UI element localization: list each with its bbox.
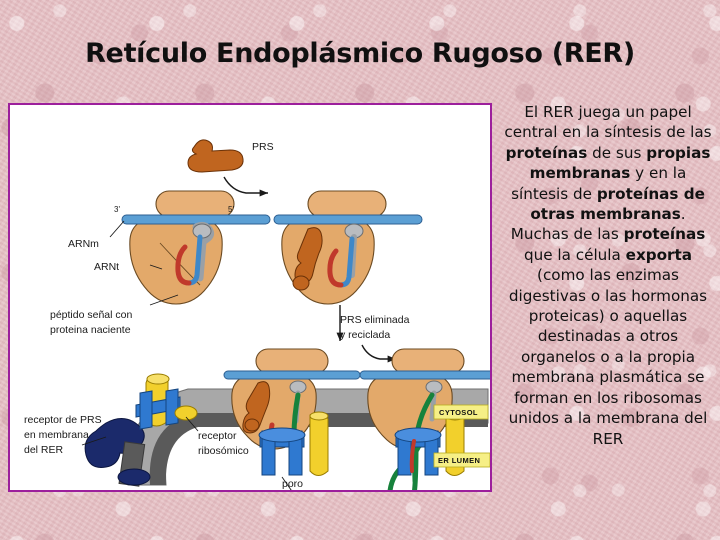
- stage-3-docked-ribosome: poro: [223, 348, 361, 490]
- stage-2-prs-bound-ribosome: [273, 190, 423, 341]
- prs-particle-group: PRS: [187, 139, 274, 197]
- page-title: Retículo Endoplásmico Rugoso (RER): [85, 38, 635, 69]
- label-signal-peptide-line2: proteina naciente: [50, 324, 131, 336]
- rer-protein-synthesis-diagram: 3' 5' ARNm ARNt péptido señal con protei…: [24, 139, 490, 490]
- label-prs-receptor-line2: en membrana: [24, 429, 89, 441]
- ribosomal-receptor-complex: receptor ribosómico: [135, 373, 249, 457]
- description-segment-0: El RER juega un papel central en la sínt…: [504, 103, 712, 142]
- label-5-prime: 5': [228, 205, 234, 214]
- diagram-frame: 3' 5' ARNm ARNt péptido señal con protei…: [8, 103, 492, 492]
- description-text: El RER juega un papel central en la sínt…: [500, 102, 716, 449]
- label-er-lumen: ER LUMEN: [438, 456, 480, 465]
- description-segment-6: . Muchas de las: [510, 205, 686, 244]
- label-3-prime: 3': [114, 205, 120, 214]
- description-segment-2: de sus: [587, 143, 647, 162]
- prs-removed-group: PRS eliminada y reciclada: [340, 314, 410, 363]
- label-prs-removed-line1: PRS eliminada: [340, 314, 410, 326]
- description-segment-9: exporta: [625, 245, 693, 264]
- label-arnt: ARNt: [94, 261, 119, 273]
- label-signal-peptide-line1: péptido señal con: [50, 309, 132, 321]
- description-segment-8: que la célula: [523, 245, 626, 264]
- description-segment-10: (como las enzimas digestivas o las hormo…: [508, 266, 708, 448]
- label-prs-removed-line2: y reciclada: [340, 329, 390, 341]
- prs-receptor-complex: receptor de PRS en membrana del RER: [24, 414, 151, 487]
- label-prs-receptor-line1: receptor de PRS: [24, 414, 102, 426]
- label-pore: poro: [282, 478, 303, 490]
- description-segment-4: y en la síntesis de: [511, 164, 687, 203]
- stage-1-free-ribosome: 3' 5' ARNm ARNt péptido señal con protei…: [50, 190, 271, 336]
- description-segment-5: proteínas de otras membranas: [530, 184, 705, 224]
- label-prs: PRS: [252, 141, 274, 153]
- description-segment-7: proteínas: [623, 225, 706, 244]
- description-segment-1: proteínas: [505, 143, 588, 162]
- label-cytosol: CYTOSOL: [439, 408, 478, 417]
- description-segment-3: propias membranas: [529, 143, 711, 183]
- label-prs-receptor-line3: del RER: [24, 444, 64, 456]
- label-ribosomal-receptor-line2: ribosómico: [198, 445, 249, 457]
- label-arnm: ARNm: [68, 238, 99, 250]
- label-ribosomal-receptor-line1: receptor: [198, 430, 237, 442]
- compartment-badges: CYTOSOL ER LUMEN: [433, 404, 490, 468]
